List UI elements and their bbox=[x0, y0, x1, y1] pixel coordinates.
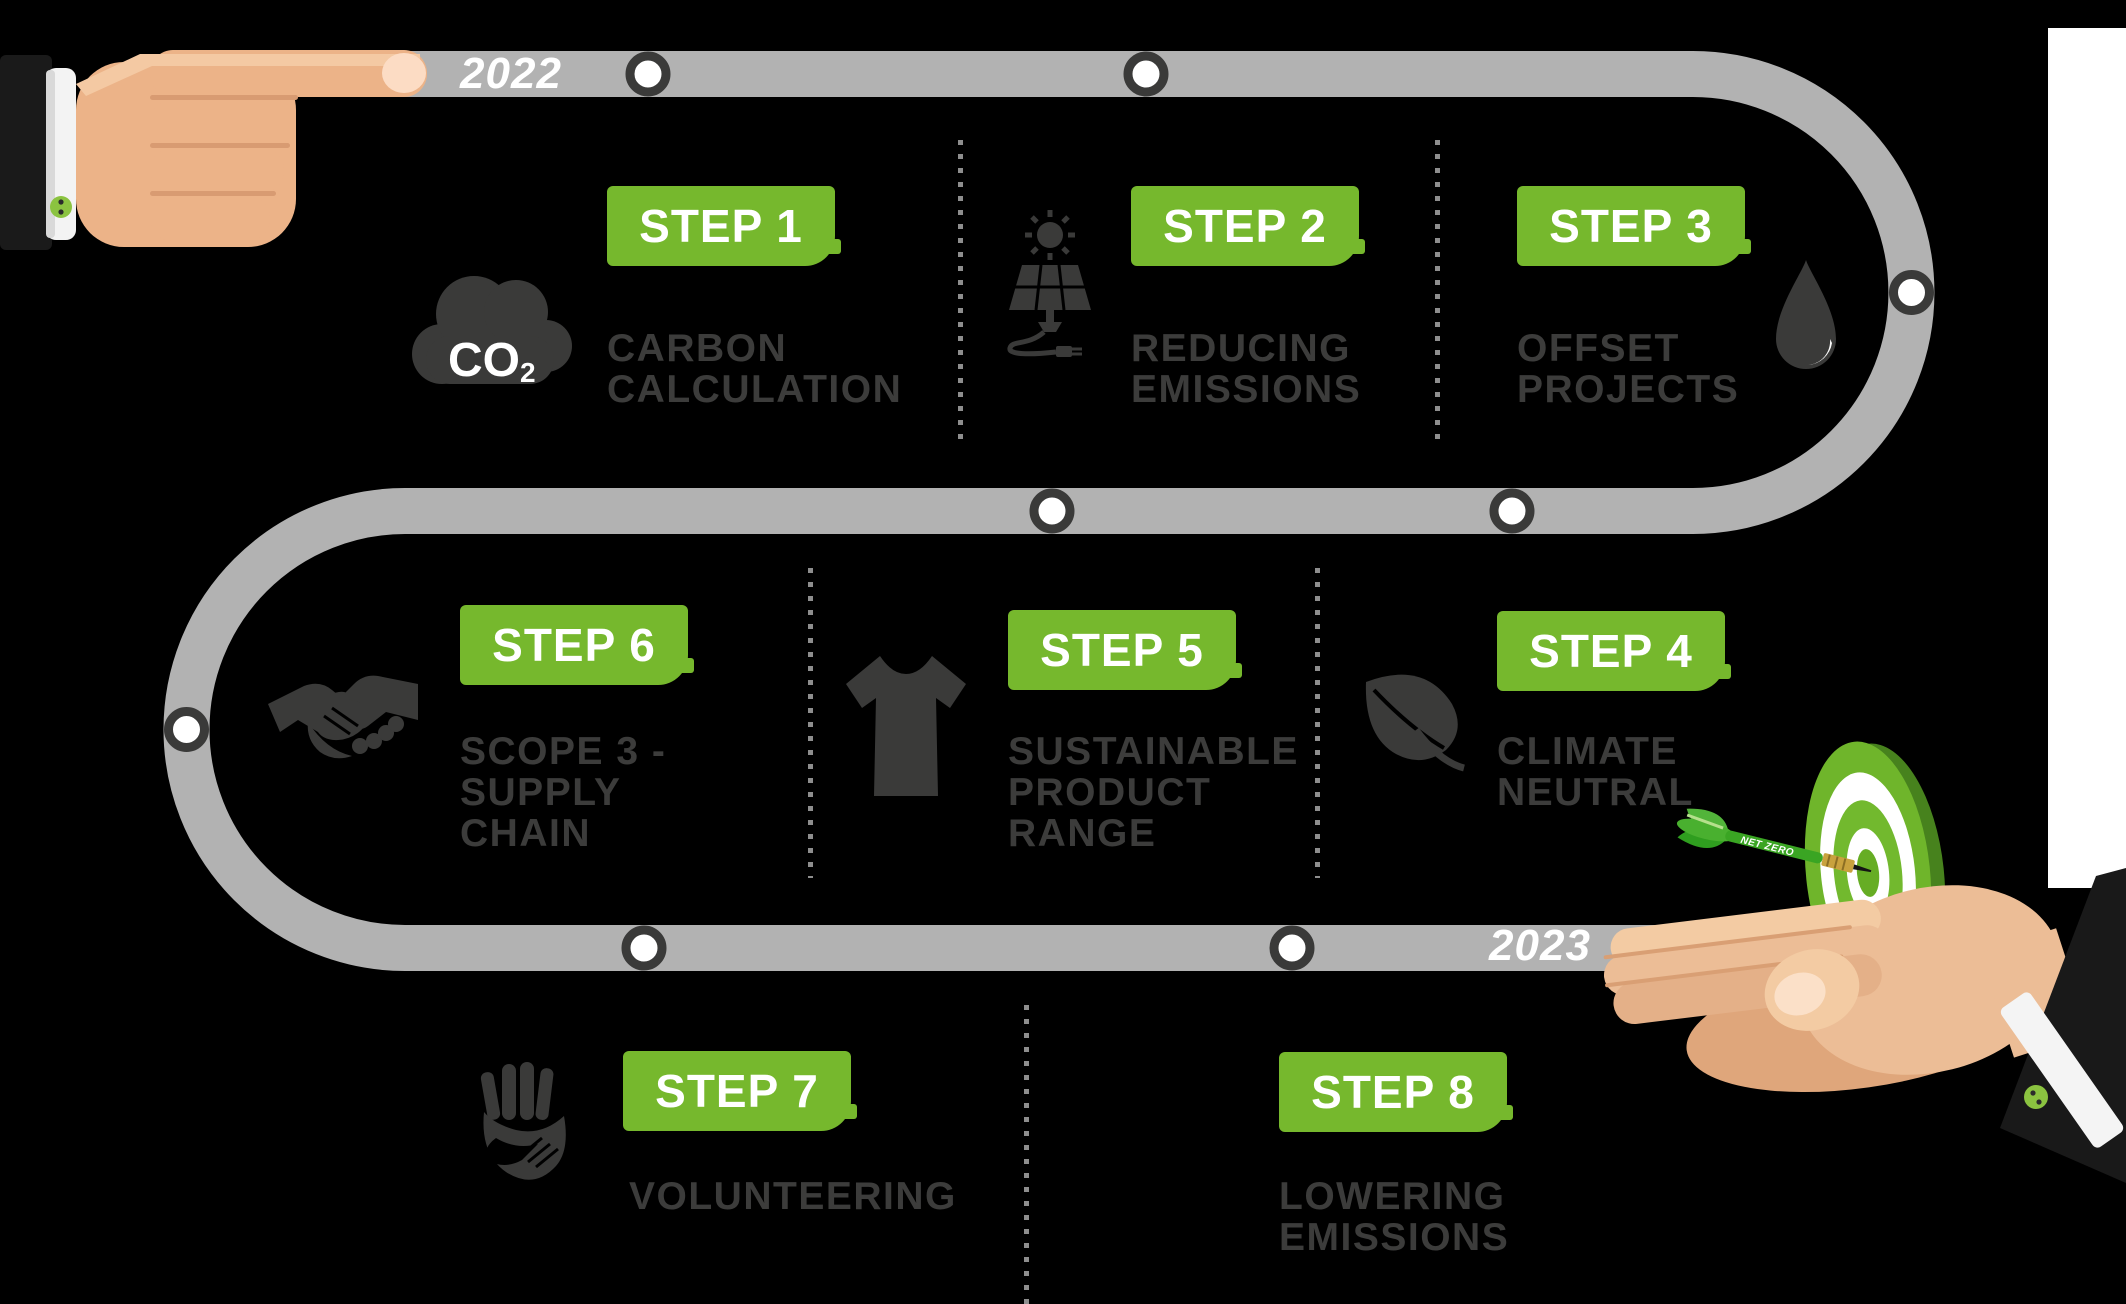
step-5-label-line2: PRODUCT bbox=[1008, 771, 1212, 814]
step-5-badge: STEP 5 bbox=[1008, 610, 1242, 690]
step-1-label-line1: CARBON bbox=[607, 327, 788, 370]
suit-sleeve-left bbox=[0, 55, 52, 250]
fingertip bbox=[382, 53, 426, 93]
route-marker-4 bbox=[1029, 488, 1075, 534]
step-2-label-line2: EMISSIONS bbox=[1131, 368, 1362, 411]
step-6-badge: STEP 6 bbox=[460, 605, 694, 685]
route-marker-6 bbox=[164, 707, 209, 752]
step-1-badge: STEP 1 bbox=[607, 186, 841, 266]
solar-panel-icon bbox=[1007, 210, 1091, 357]
step-6-label-line1: SCOPE 3 - bbox=[460, 730, 667, 773]
step-3-label-line2: PROJECTS bbox=[1517, 368, 1740, 411]
step-8-label-line2: EMISSIONS bbox=[1279, 1216, 1510, 1259]
handshake-icon bbox=[268, 675, 418, 759]
route-marker-5 bbox=[1489, 488, 1535, 534]
step-1-label: CARBON CALCULATION bbox=[607, 328, 902, 410]
step-8-label: LOWERING EMISSIONS bbox=[1279, 1176, 1509, 1258]
step-4-label-line2: NEUTRAL bbox=[1497, 771, 1694, 814]
shirt-cuff-right bbox=[2000, 992, 2124, 1148]
step-4-badge: STEP 4 bbox=[1497, 611, 1731, 691]
step-2-badge: STEP 2 bbox=[1131, 186, 1365, 266]
co2-formula-text: CO2 bbox=[448, 334, 536, 388]
step-6-label: SCOPE 3 - SUPPLY CHAIN bbox=[460, 731, 666, 854]
divider-step1-step2 bbox=[958, 140, 963, 445]
step-7-badge: STEP 7 bbox=[623, 1051, 857, 1131]
thumb-nail bbox=[1774, 972, 1826, 1016]
year-end-label: 2023 bbox=[1489, 921, 1591, 970]
step-2-label: REDUCING EMISSIONS bbox=[1131, 328, 1361, 410]
step-4-label: CLIMATE NEUTRAL bbox=[1497, 731, 1694, 813]
divider-step7-step8 bbox=[1024, 1005, 1029, 1304]
open-palm-hand bbox=[1603, 885, 2091, 1093]
target-hand-illustration: NET ZERO bbox=[1603, 741, 2126, 1183]
step-4-label-line1: CLIMATE bbox=[1497, 730, 1678, 773]
step-5-label: SUSTAINABLE PRODUCT RANGE bbox=[1008, 731, 1299, 854]
t-shirt-icon bbox=[846, 656, 966, 796]
net-zero-label: NET ZERO bbox=[1739, 835, 1795, 859]
step-7-label: VOLUNTEERING bbox=[629, 1176, 957, 1217]
year-start-label: 2022 bbox=[460, 49, 562, 98]
cuff-button-left bbox=[50, 196, 72, 218]
step-1-label-line2: CALCULATION bbox=[607, 368, 903, 411]
step-8-label-line1: LOWERING bbox=[1279, 1175, 1506, 1218]
divider-step5-step4 bbox=[1315, 568, 1320, 878]
step-3-label-line1: OFFSET bbox=[1517, 327, 1680, 370]
step-8-badge: STEP 8 bbox=[1279, 1052, 1513, 1132]
cuff-button-right bbox=[2024, 1085, 2048, 1109]
step-3-label: OFFSET PROJECTS bbox=[1517, 328, 1739, 410]
pointing-hand bbox=[76, 50, 427, 247]
step-5-label-line1: SUSTAINABLE bbox=[1008, 730, 1299, 773]
step-2-label-line1: REDUCING bbox=[1131, 327, 1352, 370]
divider-step6-step5 bbox=[808, 568, 813, 878]
step-6-label-line2: SUPPLY bbox=[460, 771, 622, 814]
co2-cloud-icon: CO2 bbox=[412, 276, 572, 388]
white-background-strip bbox=[2048, 28, 2126, 888]
water-drop-icon bbox=[1776, 260, 1836, 369]
route-marker-8 bbox=[1269, 925, 1315, 971]
helping-hand-icon bbox=[480, 1062, 566, 1180]
route-marker-2 bbox=[1123, 51, 1169, 97]
step-5-label-line3: RANGE bbox=[1008, 812, 1157, 855]
route-marker-1 bbox=[625, 51, 671, 97]
pointing-hand-illustration bbox=[0, 50, 427, 250]
leaf-icon bbox=[1365, 674, 1466, 772]
route-marker-7 bbox=[621, 925, 667, 971]
divider-step2-step3 bbox=[1435, 140, 1440, 445]
step-6-label-line3: CHAIN bbox=[460, 812, 591, 855]
step-3-badge: STEP 3 bbox=[1517, 186, 1751, 266]
route-marker-3 bbox=[1889, 270, 1934, 315]
step-7-label-line1: VOLUNTEERING bbox=[629, 1175, 957, 1218]
